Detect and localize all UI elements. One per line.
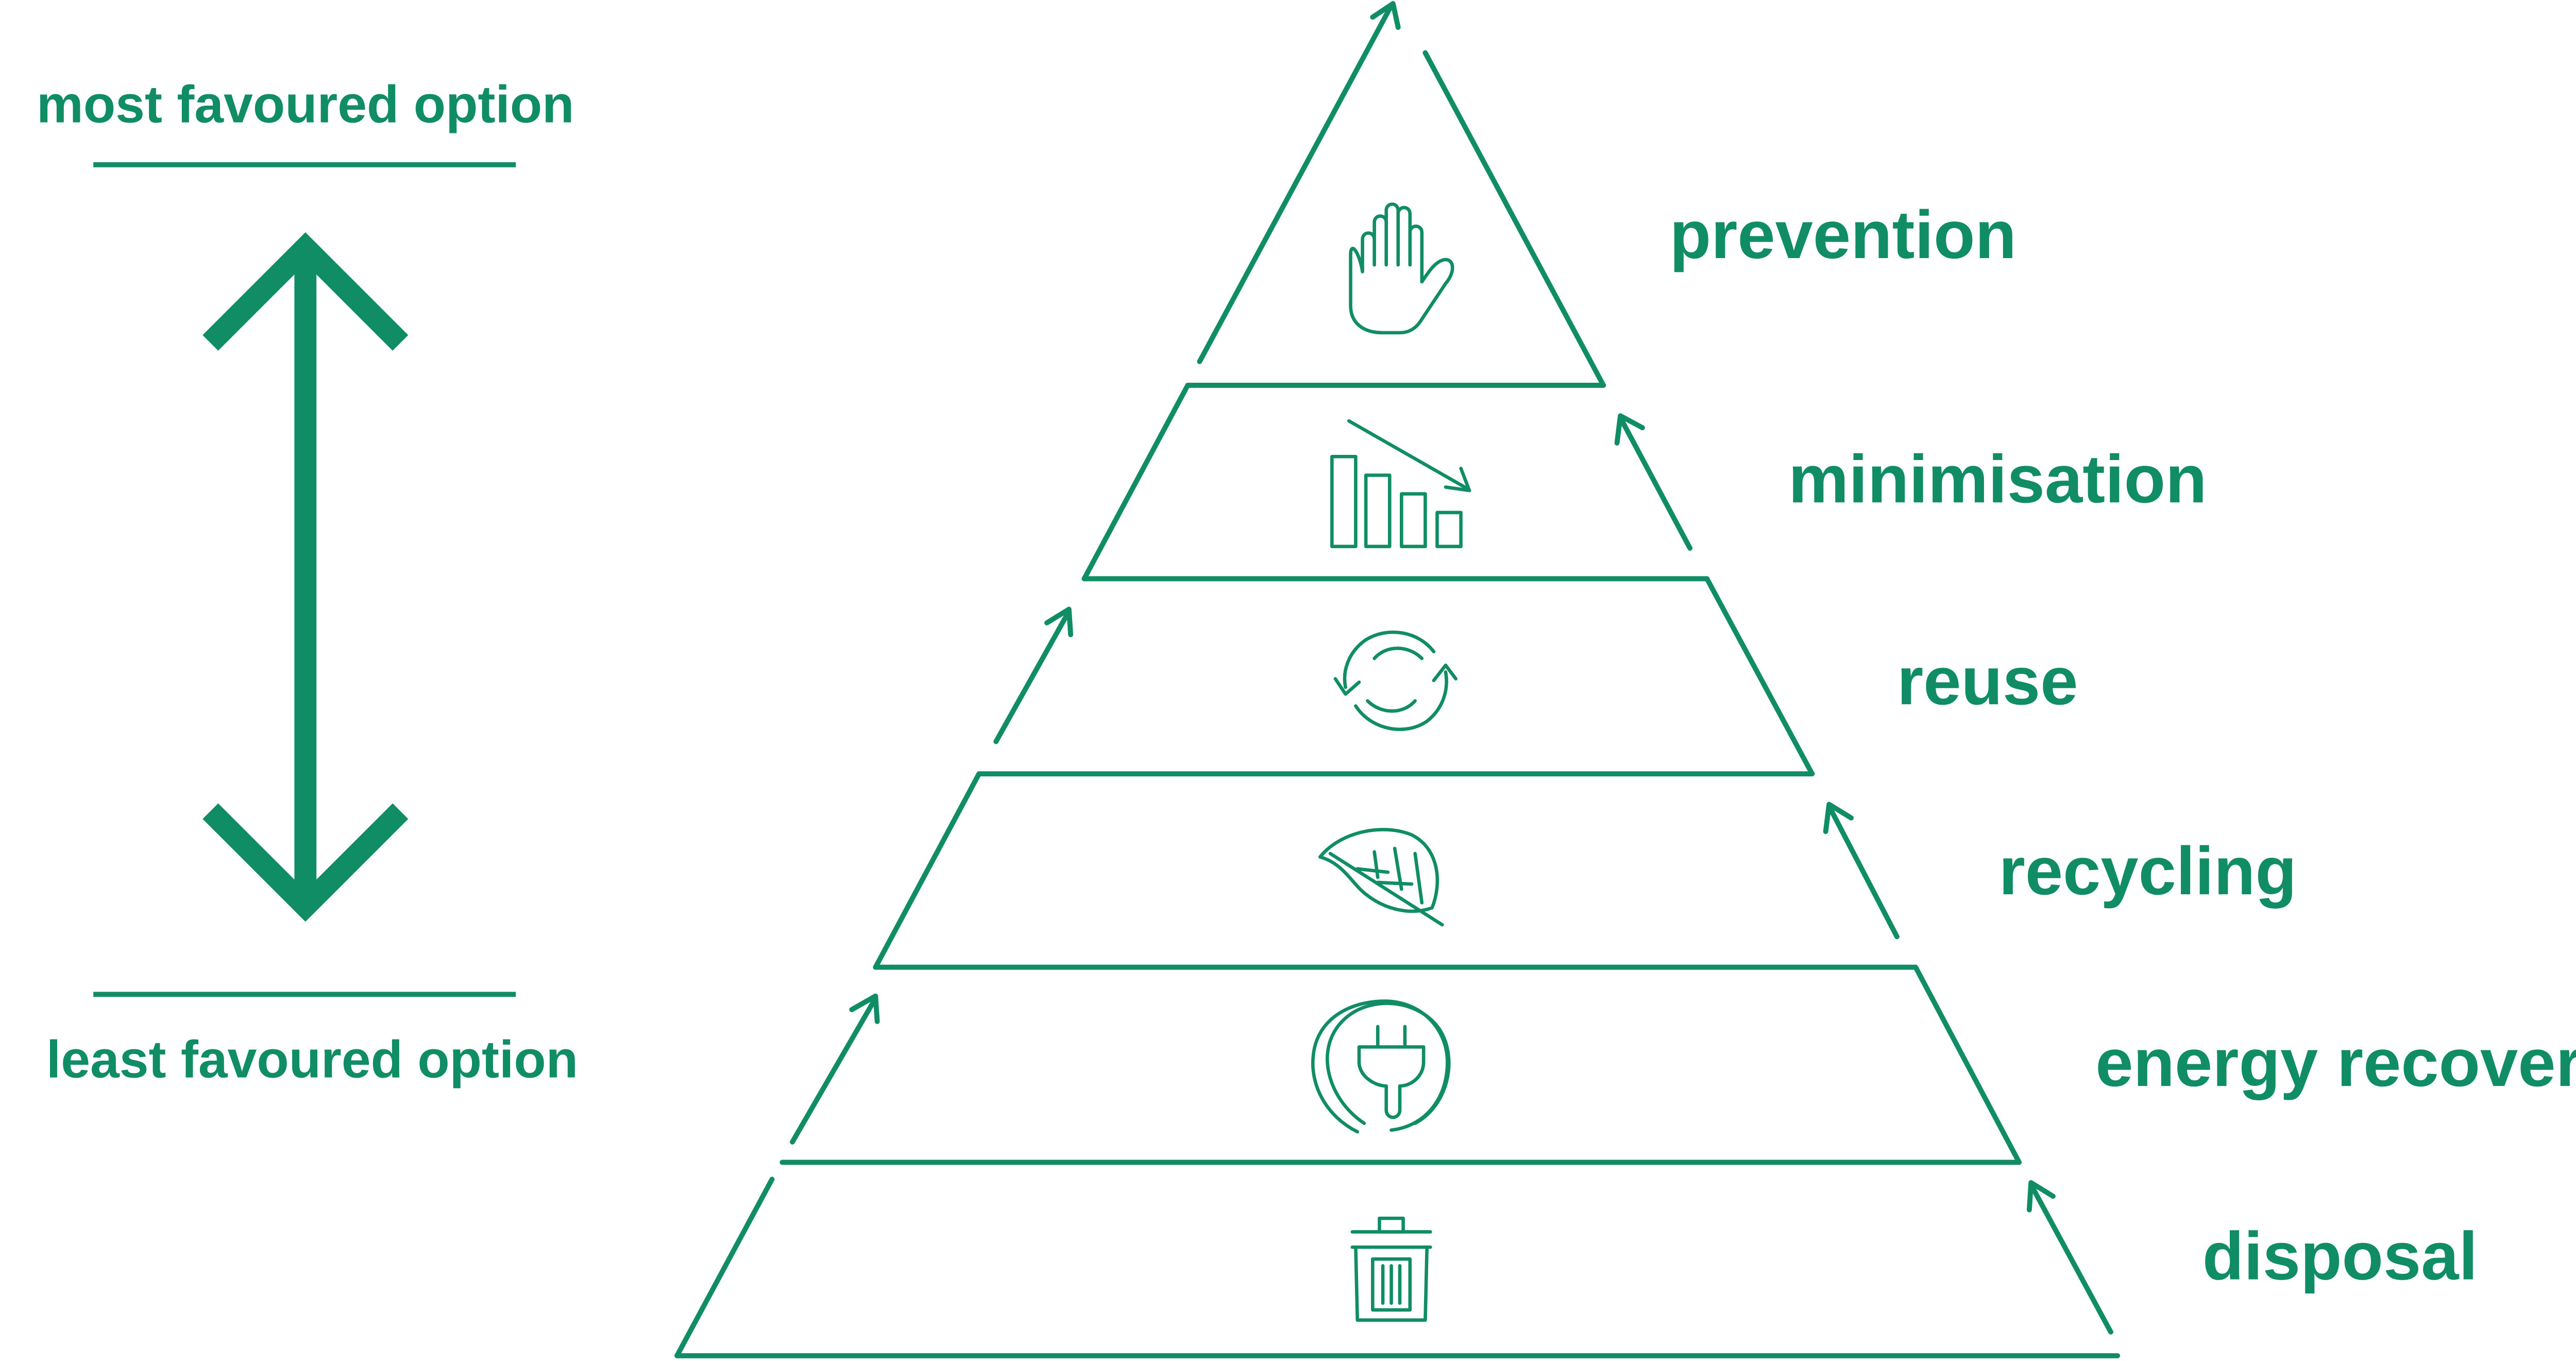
tier-label-prevention: prevention — [1670, 197, 2016, 273]
tier-energy-recovery — [779, 964, 2022, 1165]
most-favoured-label: most favoured option — [37, 75, 574, 133]
hand-stop-icon — [1349, 202, 1454, 335]
favour-scale: most favoured option least favoured opti… — [37, 75, 578, 1088]
tier-label-disposal: disposal — [2202, 1218, 2478, 1294]
tier-minimisation — [1081, 383, 1710, 582]
tier-label-reuse: reuse — [1897, 643, 2078, 719]
circular-arrows-icon — [1333, 630, 1458, 731]
tier-prevention — [1185, 1, 1606, 388]
tier-reuse — [976, 576, 1815, 777]
power-plug-icon — [1311, 999, 1451, 1134]
tier-label-recycling: recycling — [1999, 833, 2297, 909]
decreasing-bars-icon — [1330, 419, 1471, 549]
tier-disposal — [674, 1177, 2121, 1358]
trash-can-icon — [1350, 1216, 1432, 1322]
double-arrow-icon — [202, 232, 409, 922]
tier-recycling — [873, 771, 1919, 970]
tier-labels: prevention minimisation reuse recycling … — [1670, 197, 2576, 1294]
least-favoured-label: least favoured option — [46, 1030, 578, 1089]
tier-label-minimisation: minimisation — [1788, 441, 2207, 517]
pyramid — [674, 1, 2121, 1358]
leaf-icon — [1318, 828, 1444, 927]
tier-label-energy-recovery: energy recovery — [2095, 1025, 2576, 1100]
